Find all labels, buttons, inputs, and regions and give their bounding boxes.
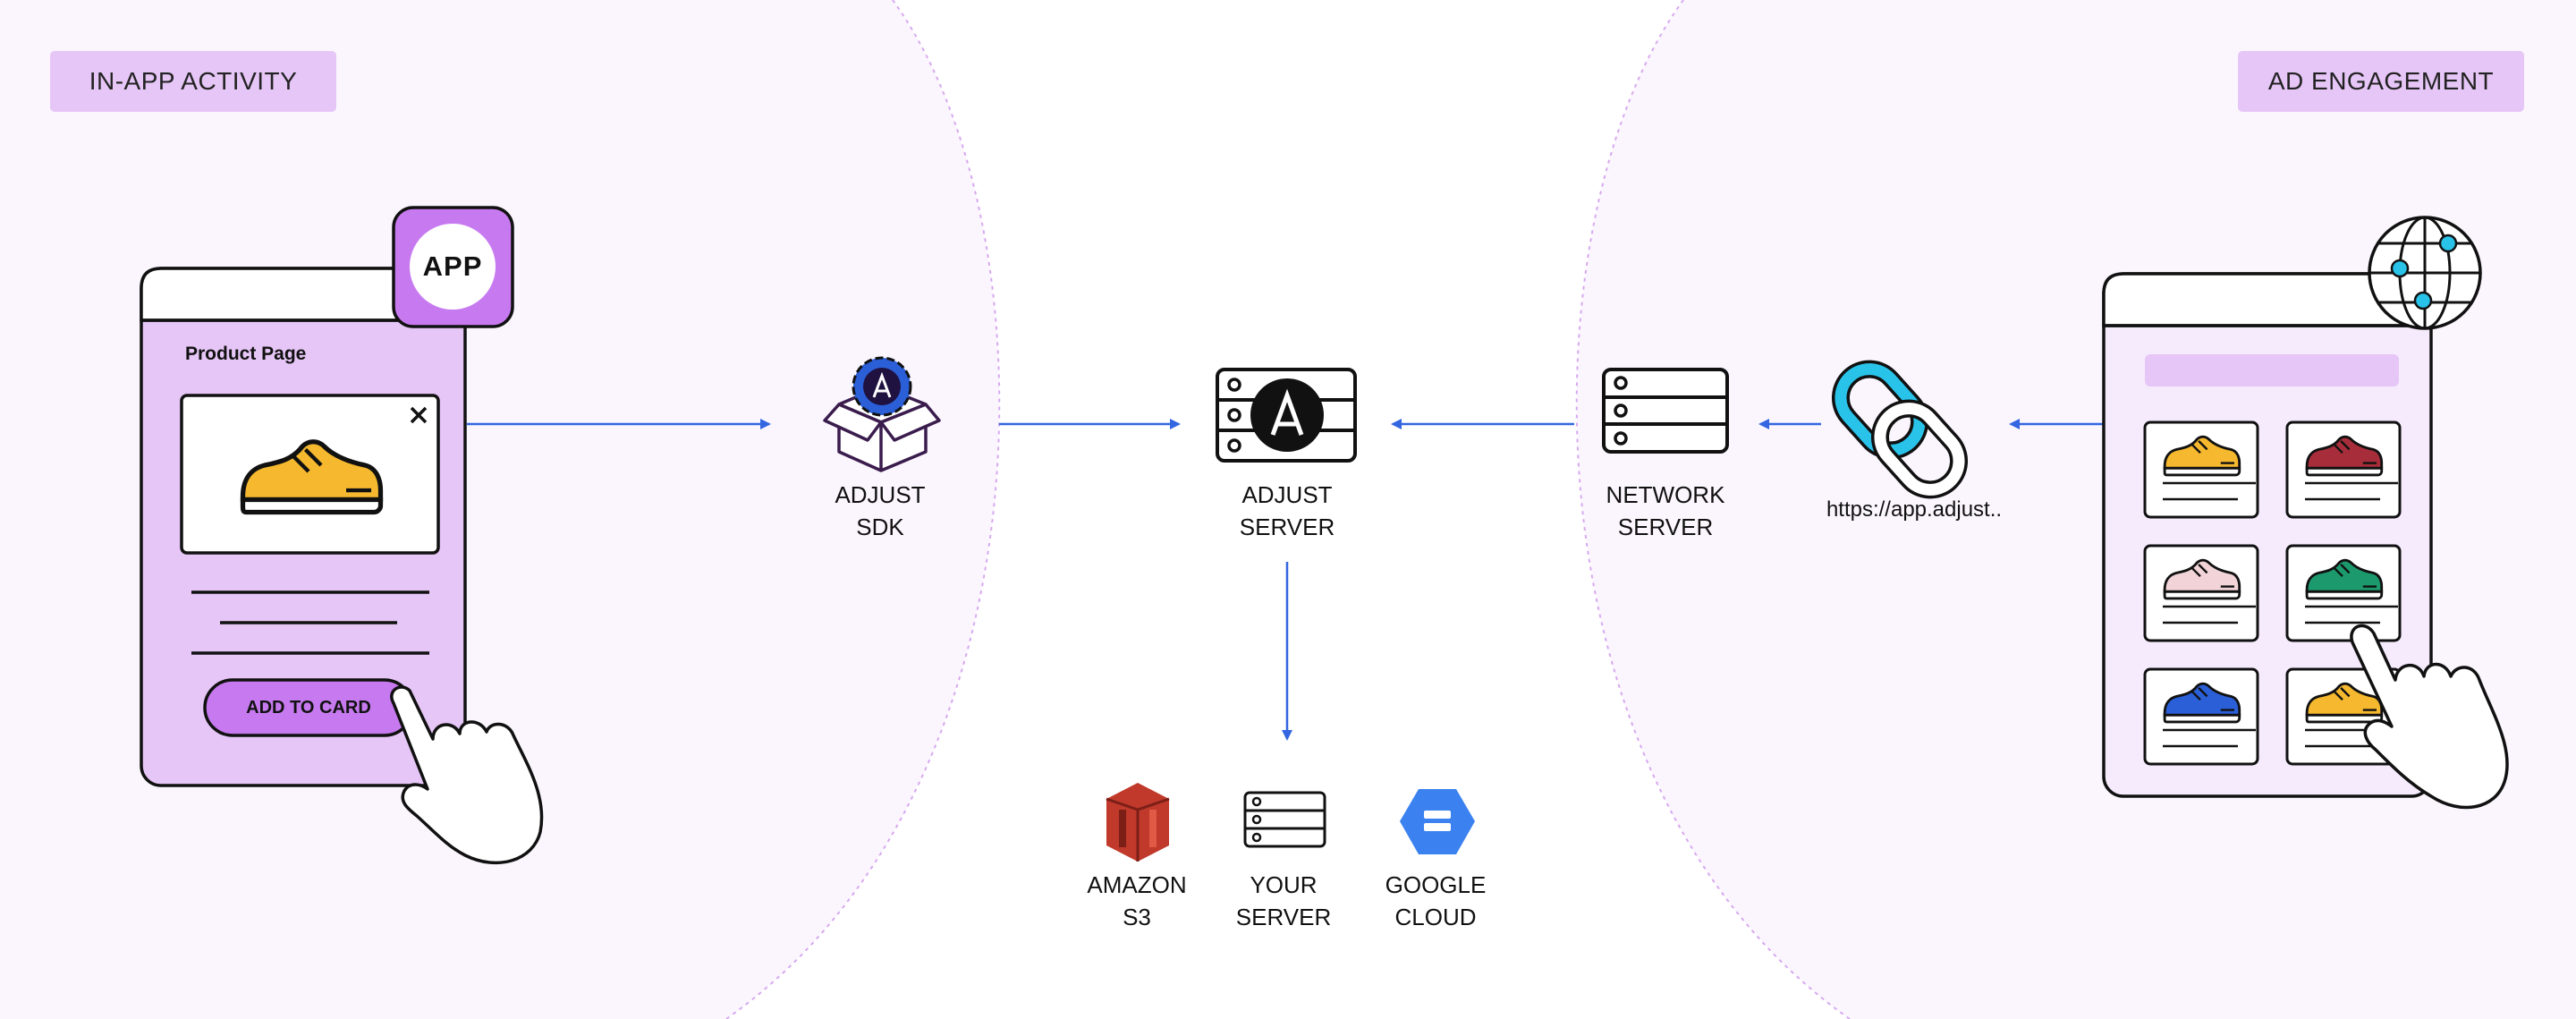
adjust-server-label-line1: ADJUST — [1241, 481, 1333, 508]
adjust-sdk-icon — [823, 356, 941, 472]
link-icon — [1831, 360, 1969, 499]
product-page-phone — [140, 267, 467, 787]
adjust-server-label-line2: SERVER — [1239, 514, 1335, 540]
network-server-icon — [1602, 368, 1729, 454]
add-to-card-button[interactable]: ADD TO CARD — [246, 698, 371, 718]
globe-icon — [2368, 216, 2482, 330]
network-server-label-line2: SERVER — [1617, 514, 1714, 540]
adjust-sdk-label-line1: ADJUST — [835, 481, 926, 508]
google-cloud-label-line1: GOOGLE — [1385, 871, 1487, 898]
network-server-label-line1: NETWORK — [1606, 481, 1725, 508]
ad-product-card[interactable] — [2285, 544, 2402, 642]
adjust-server-label: ADJUST SERVER — [1189, 479, 1385, 543]
ad-product-card[interactable] — [2143, 420, 2259, 519]
ad-product-grid — [2143, 420, 2402, 766]
ad-product-card[interactable] — [2285, 420, 2402, 519]
your-server-label: YOUR SERVER — [1185, 869, 1382, 933]
your-server-label-line1: YOUR — [1250, 871, 1318, 898]
tracking-link-url[interactable]: https://app.adjust.. — [1826, 497, 2003, 522]
ad-product-card[interactable] — [2143, 667, 2259, 766]
ad-engagement-tag: AD ENGAGEMENT — [2238, 51, 2524, 112]
amazon-s3-label-line2: S3 — [1123, 904, 1151, 930]
your-server-label-line2: SERVER — [1235, 904, 1332, 930]
ad-product-card[interactable] — [2143, 544, 2259, 642]
amazon-s3-label: AMAZON S3 — [1038, 869, 1235, 933]
pointing-hand-icon — [390, 685, 544, 864]
amazon-s3-icon — [1106, 783, 1170, 862]
adjust-sdk-label: ADJUST SDK — [782, 479, 979, 543]
google-cloud-label-line2: CLOUD — [1394, 904, 1477, 930]
network-server-label: NETWORK SERVER — [1567, 479, 1764, 543]
in-app-activity-tag: IN-APP ACTIVITY — [50, 51, 336, 112]
google-cloud-label: GOOGLE CLOUD — [1337, 869, 1534, 933]
google-cloud-icon — [1400, 789, 1475, 854]
server-icon — [1243, 791, 1326, 848]
phone-title: Product Page — [185, 344, 307, 364]
pointing-hand-icon — [2350, 624, 2509, 810]
amazon-s3-label-line1: AMAZON — [1087, 871, 1187, 898]
app-icon — [392, 206, 514, 328]
adjust-server-icon — [1216, 368, 1357, 463]
app-badge: APP — [422, 251, 483, 282]
ad-window — [2102, 272, 2433, 798]
adjust-sdk-label-line2: SDK — [856, 514, 904, 540]
